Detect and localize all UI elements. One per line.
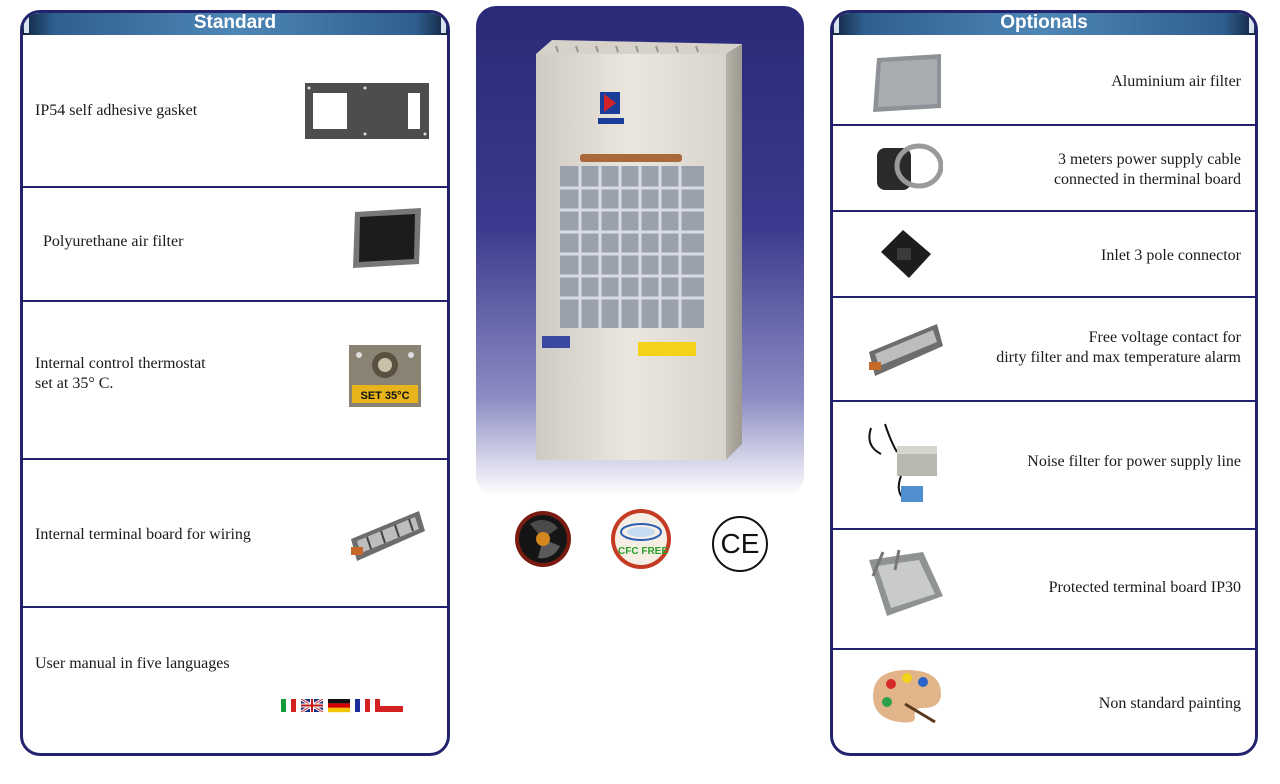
standard-row: Polyurethane air filter — [23, 188, 447, 302]
optional-item-label: Inlet 3 pole connector — [1101, 247, 1241, 264]
optional-row: Protected terminal board IP30 — [833, 530, 1255, 650]
optionals-header: Optionals — [833, 13, 1255, 35]
thermostat-thumb-text: SET 35°C — [360, 390, 409, 402]
standard-row: IP54 self adhesive gasket — [23, 38, 447, 188]
optional-item-label: 3 meters power supply cable connected in… — [1053, 151, 1241, 188]
optional-row: Noise filter for power supply line — [833, 402, 1255, 530]
optionals-panel: Optionals Aluminium air filter 3 meters … — [830, 10, 1258, 756]
noise-filter-icon — [868, 423, 937, 502]
standard-item-label: Polyurethane air filter — [43, 233, 184, 250]
polyurethane-filter-icon — [353, 208, 421, 268]
flags-icon — [281, 699, 403, 713]
optional-row: Free voltage contact for dirty filter an… — [833, 298, 1255, 402]
optional-item-label: Non standard painting — [1098, 695, 1241, 712]
standard-header: Standard — [23, 13, 447, 35]
ce-mark-icon: CE — [712, 516, 768, 572]
terminal-board-icon — [351, 511, 425, 561]
standard-panel: Standard IP54 self adhesive gasket Polyu… — [20, 10, 450, 756]
optional-row: Non standard painting — [833, 650, 1255, 753]
fan-badge-icon — [515, 511, 571, 567]
optional-item-label: Noise filter for power supply line — [1027, 453, 1241, 470]
power-cable-icon — [877, 143, 943, 190]
optional-row: Inlet 3 pole connector — [833, 212, 1255, 298]
thermostat-icon: SET 35°C — [349, 345, 421, 407]
gasket-icon — [305, 83, 429, 139]
contact-icon — [869, 324, 943, 376]
palette-icon — [873, 670, 941, 724]
standard-item-label: User manual in five languages — [35, 655, 230, 672]
cfc-free-text: CFC FREE — [618, 546, 668, 557]
aluminium-filter-icon — [873, 54, 941, 112]
protected-terminal-icon — [869, 550, 943, 616]
standard-row: Internal control thermostat set at 35° C… — [23, 302, 447, 460]
optional-row: 3 meters power supply cable connected in… — [833, 126, 1255, 212]
cooling-unit-image — [536, 40, 742, 460]
connector-icon — [881, 230, 931, 278]
standard-row: Internal terminal board for wiring — [23, 460, 447, 608]
standard-item-label: IP54 self adhesive gasket — [35, 102, 198, 119]
optional-row: Aluminium air filter — [833, 38, 1255, 126]
optional-item-label: Protected terminal board IP30 — [1048, 579, 1241, 596]
standard-item-label: Internal terminal board for wiring — [35, 526, 251, 543]
optional-item-label: Free voltage contact for dirty filter an… — [996, 329, 1241, 366]
optional-item-label: Aluminium air filter — [1111, 73, 1241, 90]
standard-item-label: Internal control thermostat set at 35° C… — [35, 355, 206, 392]
cfc-free-badge-icon: CFC FREE — [611, 509, 671, 569]
standard-row: User manual in five languages — [23, 608, 447, 753]
